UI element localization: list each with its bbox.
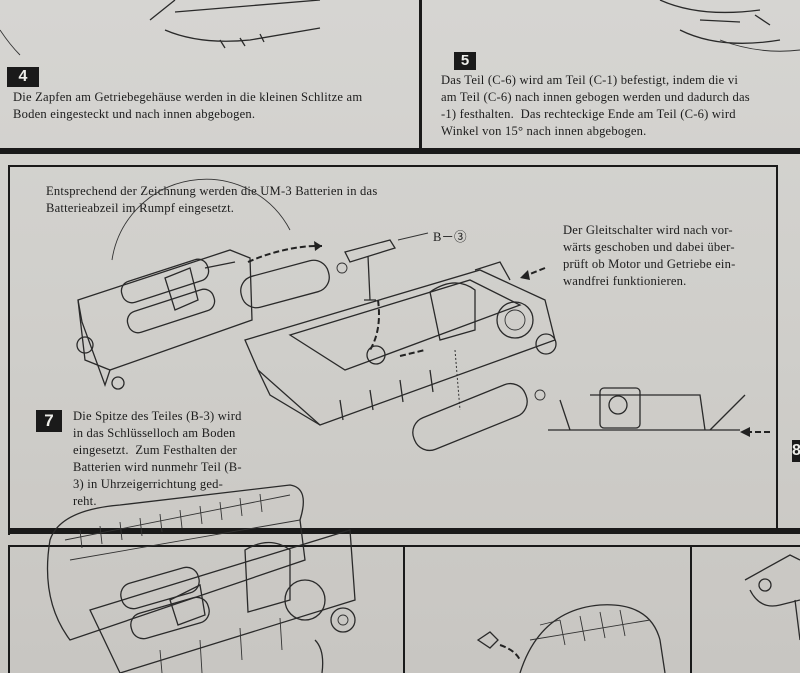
frame-top xyxy=(8,165,778,167)
switch-note-text: Der Gleitschalter wird nach vor- wärts g… xyxy=(563,223,736,288)
step7-number-badge: 7 xyxy=(36,410,62,432)
step5-number-badge: 5 xyxy=(454,52,476,70)
step8-number-badge: 8 xyxy=(792,440,800,462)
step4-text: Die Zapfen am Getriebegehäuse werden in … xyxy=(13,90,363,121)
frame-left xyxy=(8,165,10,535)
part-label-b3: B－③ xyxy=(433,230,467,244)
divider-row-1 xyxy=(0,148,800,154)
step7-text: Die Spitze des Teiles (B-3) wird in das … xyxy=(73,409,242,508)
step5-text: Das Teil (C-6) wird am Teil (C-1) befest… xyxy=(441,73,750,138)
bottom-divider-2 xyxy=(690,545,692,673)
bottom-frame-left xyxy=(8,545,10,673)
bottom-divider-1 xyxy=(403,545,405,673)
step6-intro-text: Entsprechend der Zeichnung werden die UM… xyxy=(46,184,378,215)
divider-top-vertical xyxy=(419,0,422,148)
frame-bottom xyxy=(8,528,800,534)
frame-right xyxy=(776,165,778,530)
step4-number-badge: 4 xyxy=(7,67,39,87)
